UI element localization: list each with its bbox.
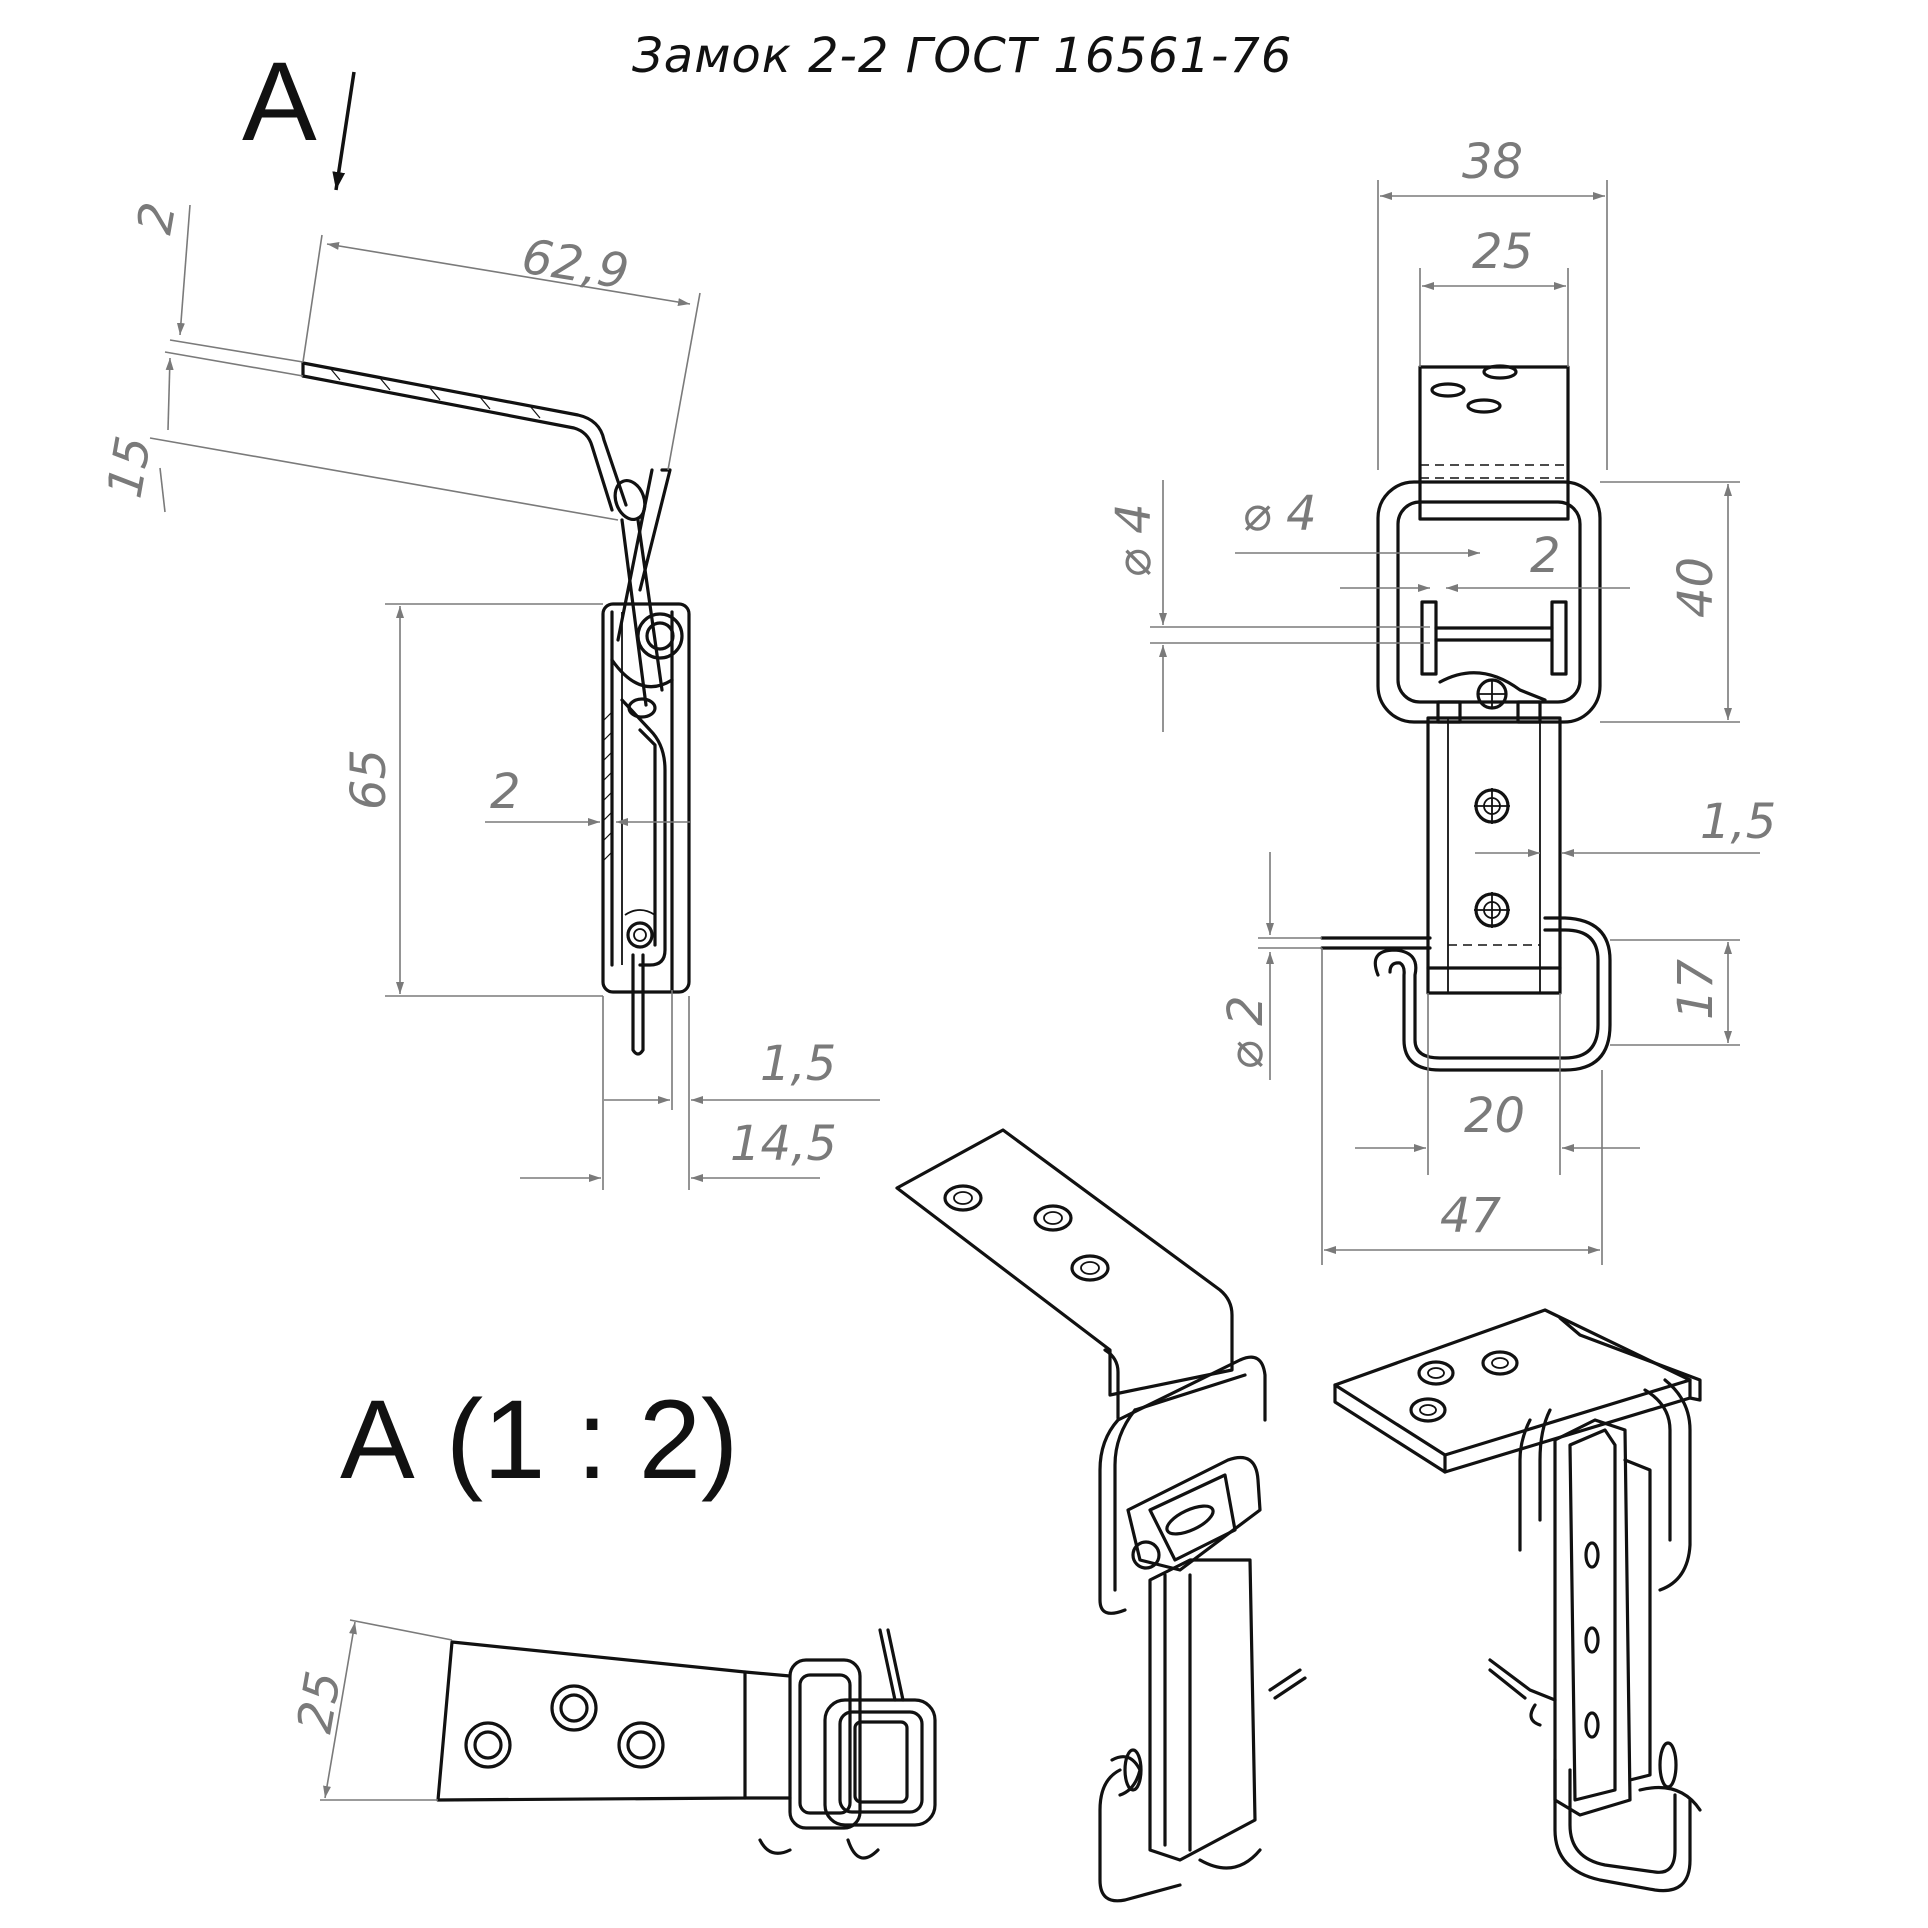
dim-side-thickness: 2: [127, 198, 187, 238]
dim-side-offset: 15: [97, 432, 163, 502]
dim-side-height: 65: [341, 749, 397, 810]
dim-front-plate: 1,5: [1700, 794, 1776, 850]
countersunk-hole-icon: [1409, 1350, 1519, 1423]
isometric-view-2: [1333, 1308, 1702, 1893]
countersunk-screw-icon: [1430, 364, 1518, 414]
dim-front-hole-v: ⌀ 4: [1106, 503, 1162, 578]
dim-side-plate: 1,5: [760, 1036, 836, 1092]
dim-view-a-width: 25: [287, 1667, 353, 1737]
drawing-title: Замок 2-2 ГОСТ 16561-76: [632, 28, 1292, 84]
dim-side-length: 62,9: [518, 229, 632, 301]
side-view: 62,9 2 15 65 2 1,5 14,5: [97, 198, 880, 1190]
front-view: 38 25 ⌀ 4 ⌀ 4 2 40 1,5 ⌀ 2 17: [1106, 134, 1776, 1265]
countersunk-hole-icon: [464, 1684, 665, 1769]
dim-front-gap: 2: [1530, 528, 1561, 584]
rivet-icon: [1474, 788, 1510, 928]
view-arrow-icon: [332, 71, 356, 191]
dim-front-wire: ⌀ 2: [1218, 995, 1274, 1070]
dim-side-depth: 14,5: [730, 1116, 837, 1172]
dim-front-loop-height: 40: [1668, 557, 1724, 618]
view-caption: А (1 : 2): [340, 1377, 738, 1502]
dim-front-hook-width: 20: [1464, 1088, 1525, 1144]
dim-front-width-outer: 38: [1462, 134, 1523, 190]
dim-front-total-width: 47: [1440, 1188, 1502, 1244]
dim-front-width-plate: 25: [1472, 224, 1533, 280]
isometric-view-1: [895, 1128, 1307, 1903]
dim-front-hole-h: ⌀ 4: [1242, 486, 1317, 542]
countersunk-hole-icon: [943, 1184, 1110, 1282]
dim-front-hook-height: 17: [1668, 958, 1724, 1020]
view-marker: А: [242, 39, 356, 191]
view-marker-letter: А: [242, 39, 317, 164]
rivet-icon: [1584, 1541, 1600, 1739]
dim-side-gap: 2: [490, 764, 521, 820]
view-a: 25: [287, 1619, 937, 1860]
